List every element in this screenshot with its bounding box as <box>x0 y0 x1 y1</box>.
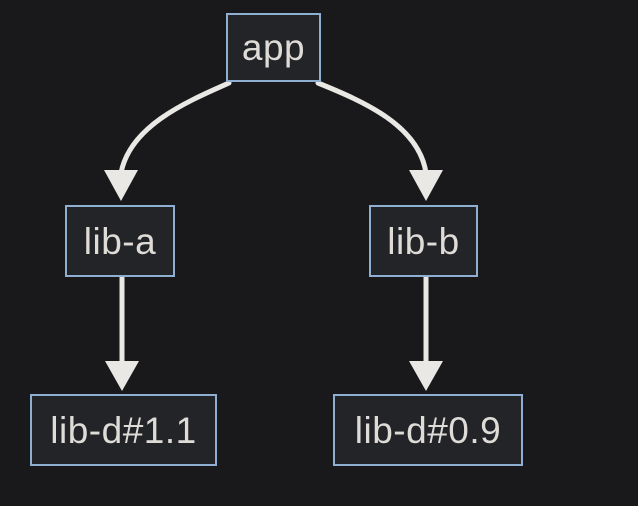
node-lib-d-1-1: lib-d#1.1 <box>30 394 217 466</box>
node-app: app <box>226 13 321 82</box>
node-lib-d-0-9-label: lib-d#0.9 <box>354 409 502 451</box>
edge-app-to-lib-b <box>315 80 443 201</box>
node-lib-b: lib-b <box>369 205 478 277</box>
node-lib-d-1-1-label: lib-d#1.1 <box>50 409 197 451</box>
arrowhead-icon <box>104 170 138 201</box>
node-lib-a: lib-a <box>65 205 175 277</box>
node-app-label: app <box>241 27 306 68</box>
node-lib-a-label: lib-a <box>83 220 157 262</box>
node-lib-d-0-9: lib-d#0.9 <box>333 394 523 466</box>
edge-app-to-lib-a <box>104 80 232 201</box>
arrowhead-icon <box>409 170 443 201</box>
edge-lib-b-to-lib-d-0-9 <box>409 274 443 391</box>
arrowhead-icon <box>105 361 139 391</box>
edge-line <box>315 80 429 176</box>
edge-line <box>118 80 232 176</box>
node-lib-b-label: lib-b <box>387 220 460 262</box>
edge-lib-a-to-lib-d-1-1 <box>105 274 139 391</box>
arrowhead-icon <box>409 361 443 391</box>
